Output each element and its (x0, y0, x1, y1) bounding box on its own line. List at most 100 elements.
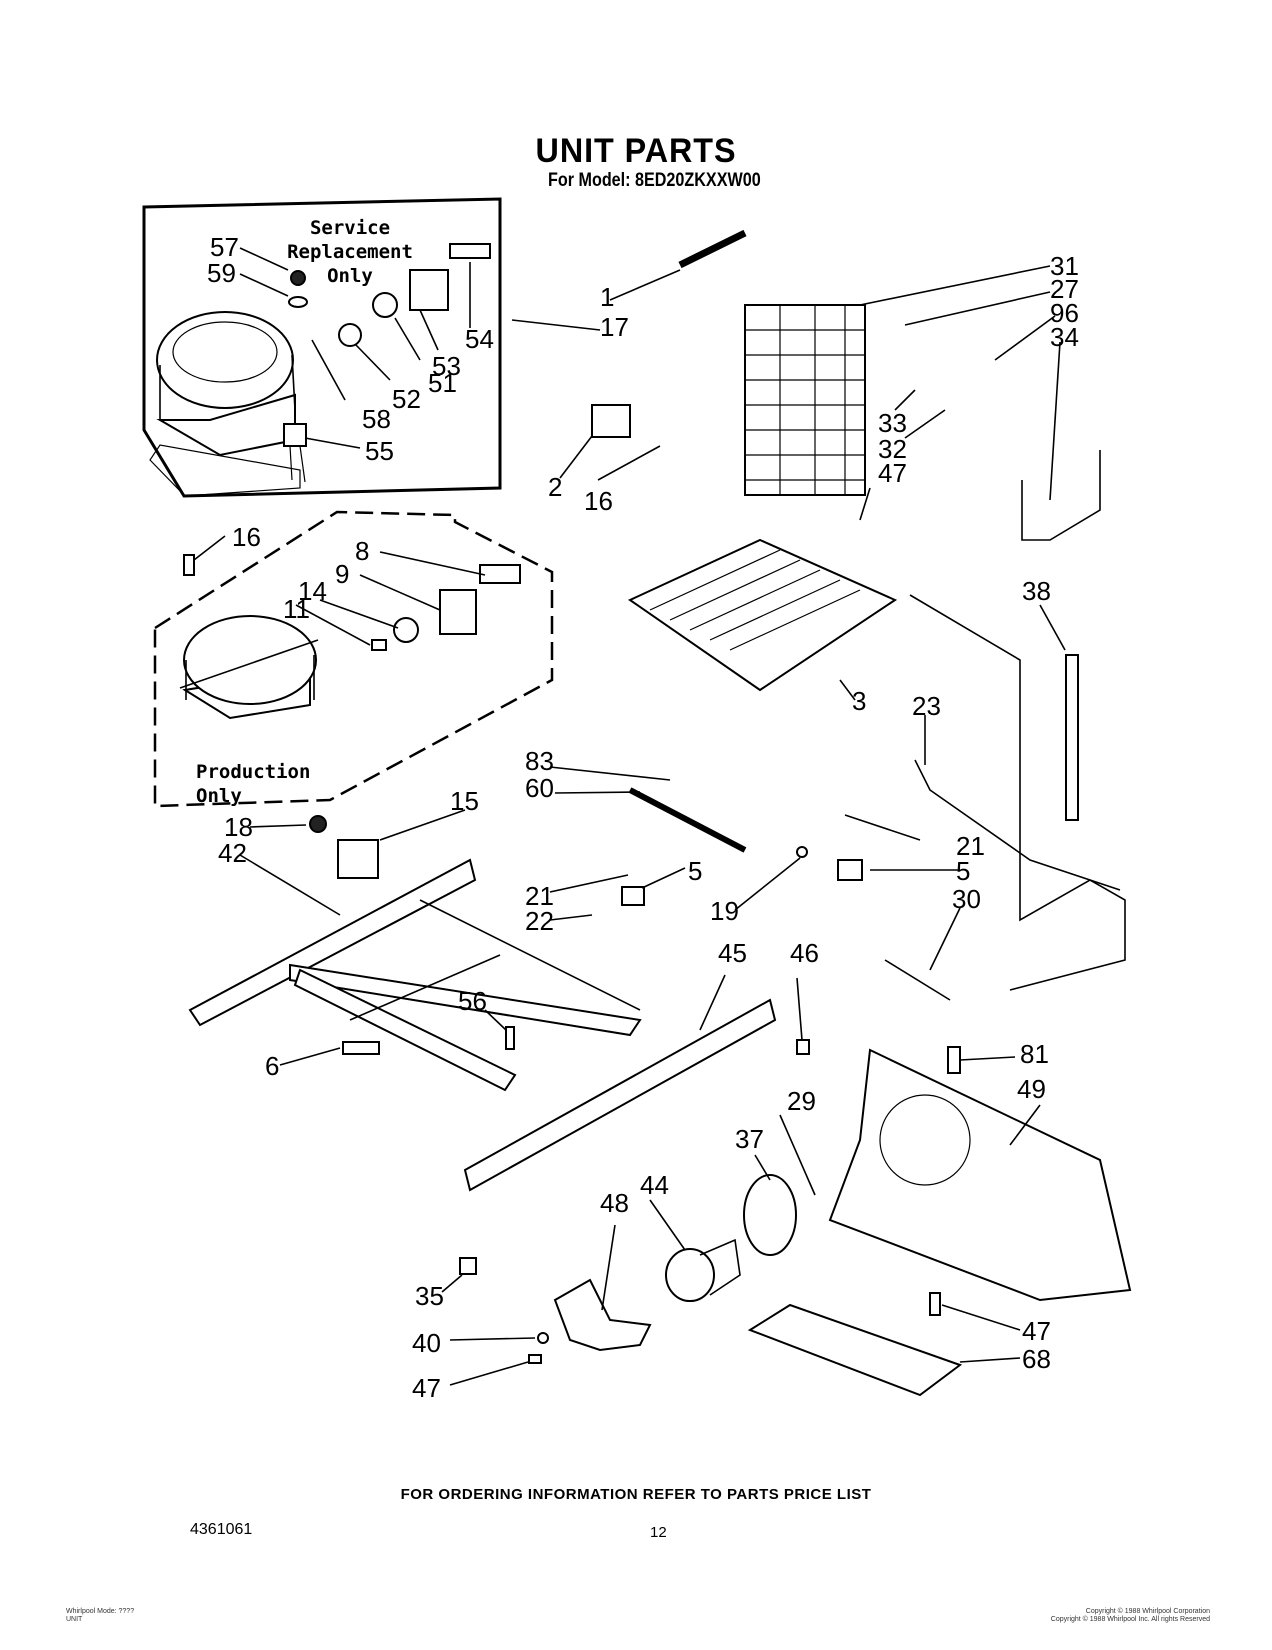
callout-59: 59 (207, 258, 236, 288)
relay-9-icon (439, 589, 477, 635)
tube-38-icon (1065, 654, 1079, 821)
callout-42: 42 (218, 838, 247, 868)
page-number: 12 (650, 1524, 667, 1541)
evaporator-coil-icon (744, 304, 866, 496)
capacitor-icon (283, 423, 307, 447)
drain-pan-icon (747, 1303, 963, 1397)
ordering-note: FOR ORDERING INFORMATION REFER TO PARTS … (400, 1486, 872, 1503)
fine-print-right: Copyright © 1988 Whirlpool Corporation C… (1010, 1608, 1210, 1624)
callout-8: 8 (355, 536, 369, 566)
motor-bracket-icon (553, 1278, 652, 1352)
callout-18: 18 (224, 812, 253, 842)
callout-47a: 47 (878, 458, 907, 488)
callout-29: 29 (787, 1086, 816, 1116)
callout-83: 83 (525, 746, 554, 776)
fine-print-left: Whirlpool Mode: ???? UNIT (66, 1608, 134, 1624)
callout-15: 15 (450, 786, 479, 816)
callout-56: 56 (458, 986, 487, 1016)
screw-19-icon (796, 846, 808, 858)
screw-16b-icon (183, 554, 195, 576)
callout-96: 96 (1050, 298, 1079, 328)
callout-51: 51 (428, 368, 457, 398)
callout-54: 54 (465, 324, 494, 354)
screw-47-icon (528, 1354, 542, 1364)
callout-2: 2 (548, 472, 562, 502)
callout-1: 1 (600, 282, 614, 312)
callout-32: 32 (878, 434, 907, 464)
wire-30-icon (884, 959, 951, 1001)
callout-3: 3 (852, 686, 866, 716)
callout-21b: 21 (525, 881, 554, 911)
callout-48: 48 (600, 1188, 629, 1218)
service-label-line2: Only (327, 265, 373, 287)
screw-56-icon (505, 1026, 515, 1050)
fine-print-left-1: Whirlpool Mode: ???? (66, 1608, 135, 1615)
compressor-production-icon (179, 615, 319, 720)
washer-icon (288, 296, 308, 308)
wiring-harness-15-icon (337, 839, 379, 879)
callout-9: 9 (335, 559, 349, 589)
callout-30: 30 (952, 884, 981, 914)
base-frame-icon (188, 858, 642, 1092)
relay-icon (372, 292, 398, 318)
callout-44: 44 (640, 1170, 669, 1200)
cap-icon (338, 323, 362, 347)
rail-45-icon (463, 998, 777, 1192)
production-label-line1: Production (196, 761, 311, 783)
tubing-23-icon (909, 594, 1126, 991)
callout-14: 14 (298, 576, 327, 606)
tubing-34-icon (1021, 450, 1101, 541)
production-only-box (153, 510, 554, 808)
screw-81-icon (947, 1046, 961, 1074)
cap-35-icon (459, 1257, 477, 1275)
callout-60: 60 (525, 773, 554, 803)
fan-blade-icon (743, 1174, 797, 1256)
callout-57: 57 (210, 232, 239, 262)
fan-motor-icon (665, 1238, 741, 1302)
sensor-60-icon (628, 787, 747, 853)
switch-icon (591, 404, 631, 438)
callout-6: 6 (265, 1051, 279, 1081)
screw-47c-icon (929, 1292, 941, 1316)
callout-33: 33 (878, 408, 907, 438)
condenser-icon (627, 538, 898, 692)
fan-shroud-icon (828, 1048, 1132, 1302)
service-label-line1: Service Replacement (287, 217, 413, 263)
callout-23: 23 (912, 691, 941, 721)
service-replacement-box (142, 197, 502, 498)
document-number: 4361061 (190, 1521, 253, 1538)
callout-53: 53 (432, 351, 461, 381)
overload-protector-icon (409, 269, 449, 311)
callout-40: 40 (412, 1328, 441, 1358)
leader-lines (193, 247, 1066, 1386)
callout-81: 81 (1020, 1039, 1049, 1069)
fine-print-right-1: Copyright © 1988 Whirlpool Corporation (1085, 1608, 1210, 1615)
nut-40-icon (537, 1332, 549, 1344)
callout-55: 55 (365, 436, 394, 466)
callout-68: 68 (1022, 1344, 1051, 1374)
clip-5a-icon (621, 886, 645, 906)
callout-16a: 16 (584, 486, 613, 516)
callout-34: 34 (1050, 322, 1079, 352)
relay-14-icon (393, 617, 419, 643)
callout-22: 22 (525, 906, 554, 936)
callout-47b: 47 (412, 1373, 441, 1403)
clip-6-icon (342, 1041, 380, 1055)
callout-21a: 21 (956, 831, 985, 861)
service-replacement-label: Service Replacement Only (250, 216, 450, 288)
callout-47c: 47 (1022, 1316, 1051, 1346)
relay-bracket-icon (449, 243, 491, 259)
callout-16b: 16 (232, 522, 261, 552)
clip-5b-icon (837, 859, 863, 881)
callout-31: 31 (1050, 251, 1079, 281)
fine-print-left-2: UNIT (66, 1616, 83, 1623)
callout-38: 38 (1022, 576, 1051, 606)
callout-35: 35 (415, 1281, 444, 1311)
screw-46-icon (796, 1039, 810, 1055)
clip-11-icon (371, 639, 387, 651)
compressor-service-icon (149, 311, 301, 497)
production-only-label: Production Only (196, 760, 311, 808)
page-title: UNIT PARTS (535, 132, 737, 170)
